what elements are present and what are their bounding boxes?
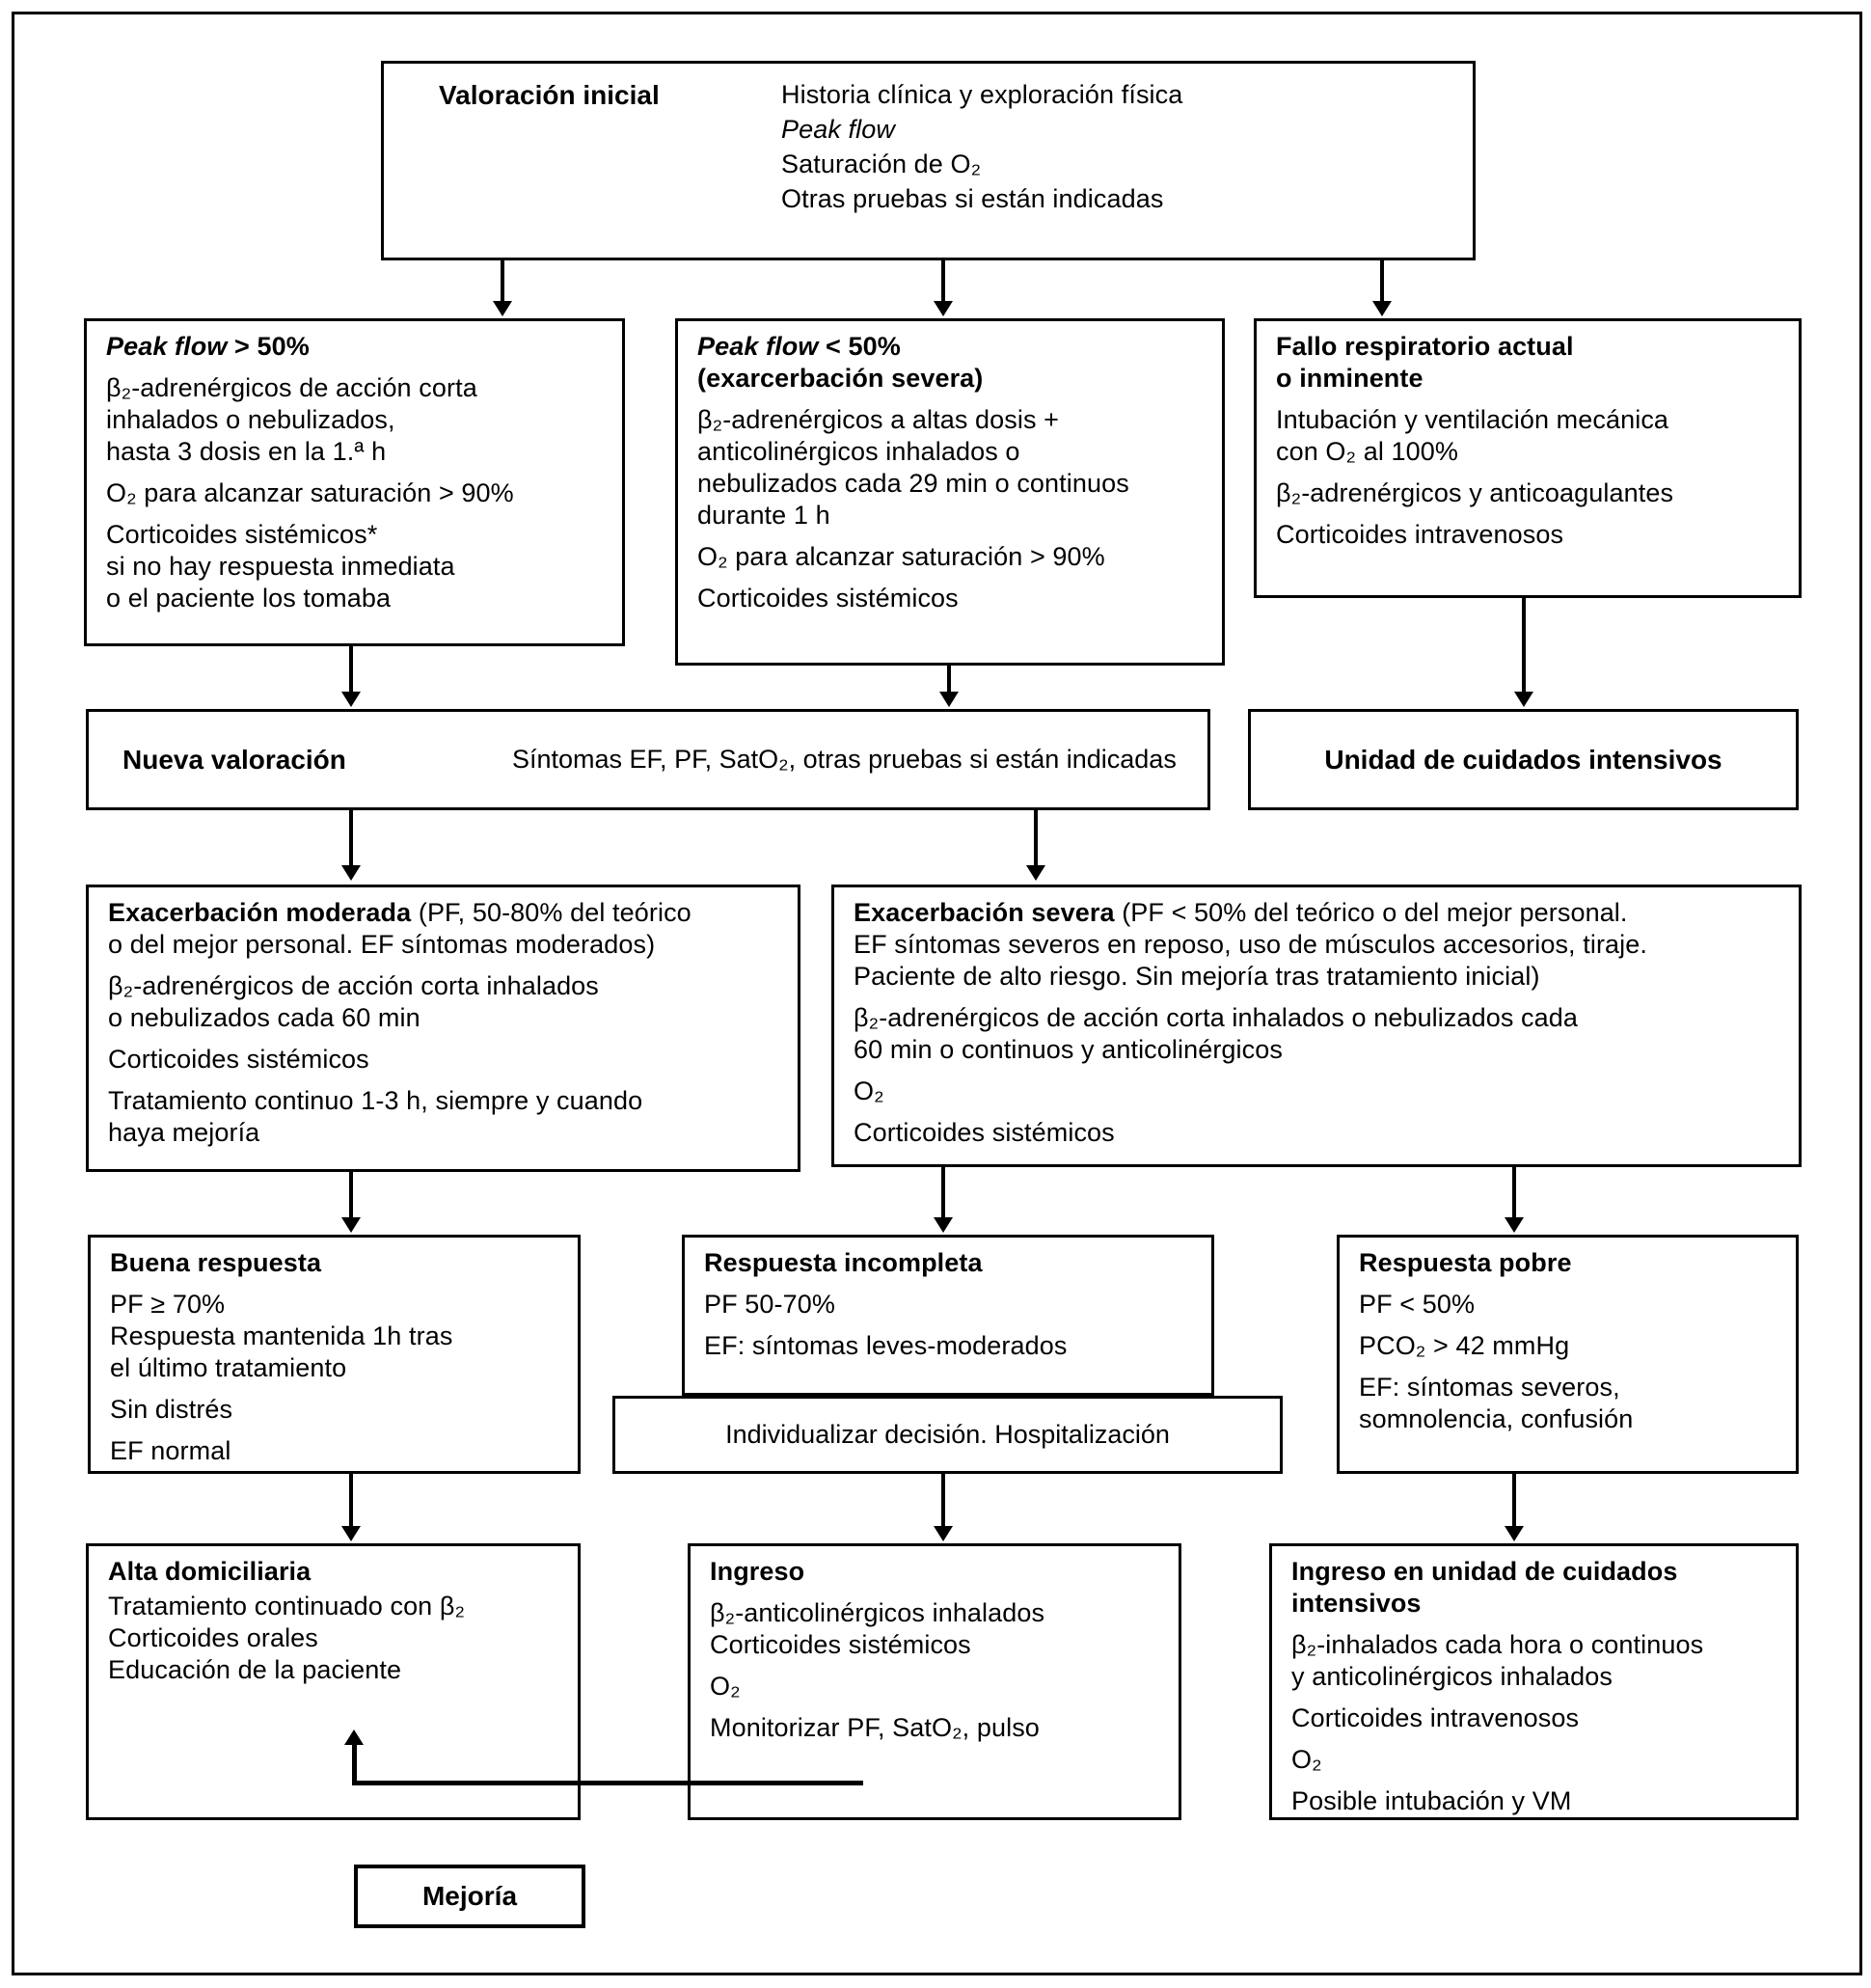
node-individualizar-decision: Individualizar decisión. Hospitalización: [612, 1396, 1283, 1474]
arrow-severa-to-incompleta: [934, 1167, 953, 1233]
arrow-mejoria-horizontal-segment: [352, 1781, 863, 1785]
arrow-nueva-to-moderada: [341, 810, 361, 881]
node-exacerbacion-moderada-body: Exacerbación moderada (PF, 50-80% del te…: [108, 898, 691, 1147]
node-exacerbacion-moderada: Exacerbación moderada (PF, 50-80% del te…: [86, 885, 800, 1172]
node-peak-flow-bajo-body: Peak flow < 50%(exarcerbación severa)β₂-…: [697, 332, 1129, 613]
arrow-inicial-to-fallo: [1372, 260, 1392, 316]
arrow-pf-bajo-to-nueva: [939, 666, 959, 707]
node-peak-flow-bajo: Peak flow < 50%(exarcerbación severa)β₂-…: [675, 318, 1225, 666]
figure-border: [12, 12, 1862, 1975]
arrow-fallo-to-uci: [1514, 598, 1533, 707]
node-nueva-valoracion-title: Nueva valoración: [122, 744, 346, 775]
node-unidad-cuidados-intensivos: Unidad de cuidados intensivos: [1248, 709, 1799, 810]
arrow-mejoria-arrowhead-icon: [344, 1729, 364, 1745]
arrow-buena-to-alta: [341, 1474, 361, 1541]
node-individualizar-label: Individualizar decisión. Hospitalización: [725, 1420, 1170, 1449]
node-valoracion-inicial: Valoración inicial Historia clínica y ex…: [381, 61, 1476, 260]
node-mejoria: Mejoría: [354, 1865, 585, 1928]
arrow-nueva-to-severa: [1026, 810, 1045, 881]
node-peak-flow-alto: Peak flow > 50%β₂-adrenérgicos de acción…: [84, 318, 625, 646]
arrow-mejoria-vertical-segment: [352, 1745, 357, 1784]
arrow-individualizar-to-ingreso: [934, 1474, 953, 1541]
node-uci-label: Unidad de cuidados intensivos: [1324, 744, 1722, 775]
arrow-moderada-to-buena: [341, 1172, 361, 1233]
node-exacerbacion-severa-body: Exacerbación severa (PF < 50% del teóric…: [854, 898, 1647, 1147]
arrow-inicial-to-pf-alto: [493, 260, 512, 316]
arrow-pf-alto-to-nueva: [341, 646, 361, 707]
arrow-pobre-to-ingreso-uci: [1505, 1474, 1524, 1541]
node-mejoria-label: Mejoría: [421, 1881, 518, 1911]
arrow-inicial-to-pf-bajo: [934, 260, 953, 316]
node-peak-flow-alto-body: Peak flow > 50%β₂-adrenérgicos de acción…: [106, 332, 514, 613]
arrow-severa-to-pobre: [1505, 1167, 1524, 1233]
node-exacerbacion-severa: Exacerbación severa (PF < 50% del teóric…: [831, 885, 1802, 1167]
node-nueva-valoracion-text: Síntomas EF, PF, SatO₂, otras pruebas si…: [512, 745, 1177, 774]
node-nueva-valoracion: Nueva valoración Síntomas EF, PF, SatO₂,…: [86, 709, 1210, 810]
node-valoracion-inicial-title: Valoración inicial: [439, 80, 660, 110]
